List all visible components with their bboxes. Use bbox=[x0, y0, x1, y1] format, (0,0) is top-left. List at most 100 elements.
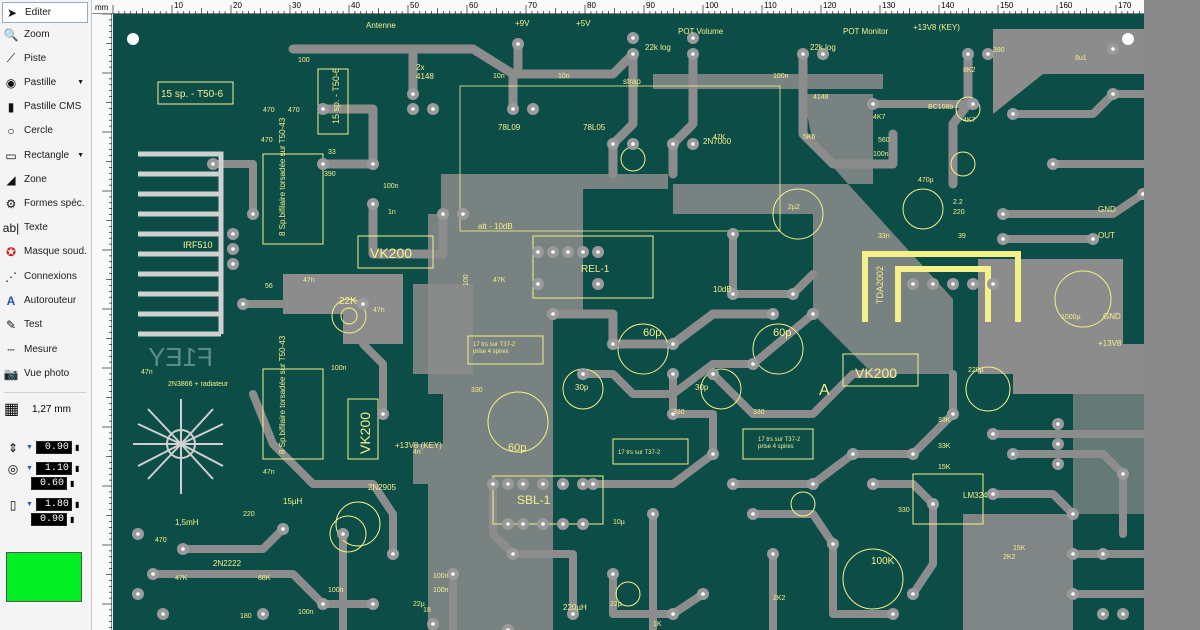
pad-drill-hole bbox=[151, 572, 155, 576]
spin-handle[interactable]: ▮ bbox=[69, 479, 75, 488]
spin-handle[interactable]: ▮ bbox=[74, 443, 80, 452]
pad-drill-hole bbox=[581, 372, 585, 376]
label-vk200-b: VK200 bbox=[357, 412, 373, 454]
pad-drill-hole bbox=[551, 312, 555, 316]
pad-drill-hole bbox=[441, 212, 445, 216]
tool-track-line[interactable]: ⟋Piste bbox=[2, 48, 88, 69]
tool-measure[interactable]: ┄Mesure bbox=[2, 339, 88, 360]
pad-drill-hole bbox=[711, 372, 715, 376]
mounting-holes bbox=[127, 33, 1134, 45]
tool-special-shapes[interactable]: ⚙Formes spéc. bbox=[2, 193, 88, 214]
smd-width-input[interactable] bbox=[35, 498, 72, 511]
tool-camera[interactable]: 📷Vue photo bbox=[2, 363, 88, 384]
label-gnd-bottom: GND bbox=[1103, 312, 1121, 321]
tool-label: Cercle bbox=[24, 125, 53, 136]
svg-text:33K: 33K bbox=[938, 417, 951, 424]
pad-drill-hole bbox=[536, 250, 540, 254]
tool-solder-mask[interactable]: ✪Masque soud. bbox=[2, 241, 88, 262]
pad-drill-hole bbox=[671, 372, 675, 376]
pad-drill-hole bbox=[541, 482, 545, 486]
tool-label: Texte bbox=[24, 222, 48, 233]
connections-icon: ⋰ bbox=[5, 269, 17, 284]
chevron-down-icon[interactable]: ▼ bbox=[26, 465, 33, 472]
active-layer-color-swatch[interactable] bbox=[6, 552, 82, 602]
svg-text:2.2: 2.2 bbox=[953, 199, 963, 206]
pad-drill-hole bbox=[1071, 512, 1075, 516]
chevron-down-icon bbox=[26, 516, 28, 523]
pad-drill-hole bbox=[1111, 47, 1115, 51]
chevron-down-icon[interactable]: ▼ bbox=[77, 152, 84, 159]
pad-drill-hole bbox=[691, 52, 695, 56]
pad-drill-hole bbox=[506, 482, 510, 486]
tool-rectangle[interactable]: ▭Rectangle▼ bbox=[2, 145, 88, 166]
spin-handle[interactable]: ▮ bbox=[74, 500, 80, 509]
tool-text[interactable]: ab|Texte bbox=[2, 217, 88, 238]
svg-text:47n: 47n bbox=[141, 369, 153, 376]
pcb-board-canvas[interactable]: Antenne +9V +5V POT Volume POT Monitor +… bbox=[113, 14, 1144, 630]
grid-size-selector[interactable]: ▦1,27 mm bbox=[4, 398, 88, 420]
svg-text:330: 330 bbox=[898, 507, 910, 514]
pad-outer-diameter-input[interactable] bbox=[35, 462, 72, 475]
label-15uh: 15µH bbox=[283, 497, 303, 506]
pad-drill-hole bbox=[731, 292, 735, 296]
tool-circle[interactable]: ○Cercle bbox=[2, 120, 88, 141]
canvas-margin-gray bbox=[1144, 0, 1200, 630]
chevron-down-icon[interactable]: ▼ bbox=[26, 501, 33, 508]
tool-test-probe[interactable]: ✎Test bbox=[2, 314, 88, 335]
pad-drill-hole bbox=[871, 102, 875, 106]
pad-drill-hole bbox=[211, 162, 215, 166]
component-pad[interactable] bbox=[1137, 188, 1144, 200]
silkscreen-outlines bbox=[157, 68, 1112, 610]
pad-drill-hole bbox=[281, 527, 285, 531]
pad-drill-hole bbox=[751, 512, 755, 516]
pad-drill-hole bbox=[1091, 237, 1095, 241]
svg-text:2K2: 2K2 bbox=[1003, 554, 1016, 561]
pad-drill-hole bbox=[791, 292, 795, 296]
label-30p-a: 30p bbox=[575, 383, 589, 392]
chevron-down-icon[interactable]: ▼ bbox=[77, 79, 84, 86]
pad-drill-hole bbox=[561, 482, 565, 486]
label-2n2222: 2N2222 bbox=[213, 559, 242, 568]
track-width-input[interactable] bbox=[35, 441, 72, 454]
tool-arrow-cursor[interactable]: ➤Editer bbox=[2, 2, 88, 23]
spin-handle[interactable]: ▮ bbox=[74, 464, 80, 473]
pad-drill-hole bbox=[321, 602, 325, 606]
tool-label: Connexions bbox=[24, 271, 77, 282]
ruler-label: 120 bbox=[823, 1, 837, 10]
pad-drill-hole bbox=[136, 592, 140, 596]
pad-drill-hole bbox=[261, 612, 265, 616]
label-out: OUT bbox=[1098, 231, 1115, 240]
svg-text:100: 100 bbox=[298, 57, 310, 64]
pad-drill-hole bbox=[491, 482, 495, 486]
tool-connections[interactable]: ⋰ Connexions bbox=[2, 266, 88, 287]
pad-drill-hole bbox=[1141, 192, 1144, 196]
pcb-layout[interactable]: Antenne +9V +5V POT Volume POT Monitor +… bbox=[113, 14, 1144, 630]
component-pads[interactable] bbox=[132, 32, 1144, 630]
spin-handle[interactable]: ▮ bbox=[69, 515, 75, 524]
pad-inner-diameter-input[interactable] bbox=[30, 477, 67, 490]
pad-drill-hole bbox=[751, 362, 755, 366]
tool-magnifier[interactable]: 🔍Zoom bbox=[2, 24, 88, 45]
pad-drill-hole bbox=[811, 482, 815, 486]
tool-smd-pad[interactable]: ▮Pastille CMS bbox=[2, 96, 88, 117]
smd-height-row: ▮ bbox=[4, 512, 88, 527]
chevron-down-icon[interactable]: ▼ bbox=[26, 444, 33, 451]
pad-drill-hole bbox=[701, 592, 705, 596]
label-2n3866: 2N3866 + radiateur bbox=[168, 381, 229, 388]
label-13v8: +13V8 bbox=[1098, 339, 1122, 348]
component-pad[interactable] bbox=[502, 624, 514, 630]
smd-height-input[interactable] bbox=[30, 513, 67, 526]
pad-drill-hole bbox=[371, 202, 375, 206]
pad-drill-hole bbox=[136, 532, 140, 536]
label-2n7000: 2N7000 bbox=[703, 137, 732, 146]
radiator-2n3866 bbox=[133, 399, 224, 494]
ruler-label: 70 bbox=[528, 1, 537, 10]
tool-zone[interactable]: ◢Zone bbox=[2, 169, 88, 190]
ruler-label: 60 bbox=[469, 1, 478, 10]
tool-pad[interactable]: ◉Pastille▼ bbox=[2, 72, 88, 93]
pad-drill-hole bbox=[1101, 552, 1105, 556]
label-9v: +9V bbox=[515, 19, 530, 28]
